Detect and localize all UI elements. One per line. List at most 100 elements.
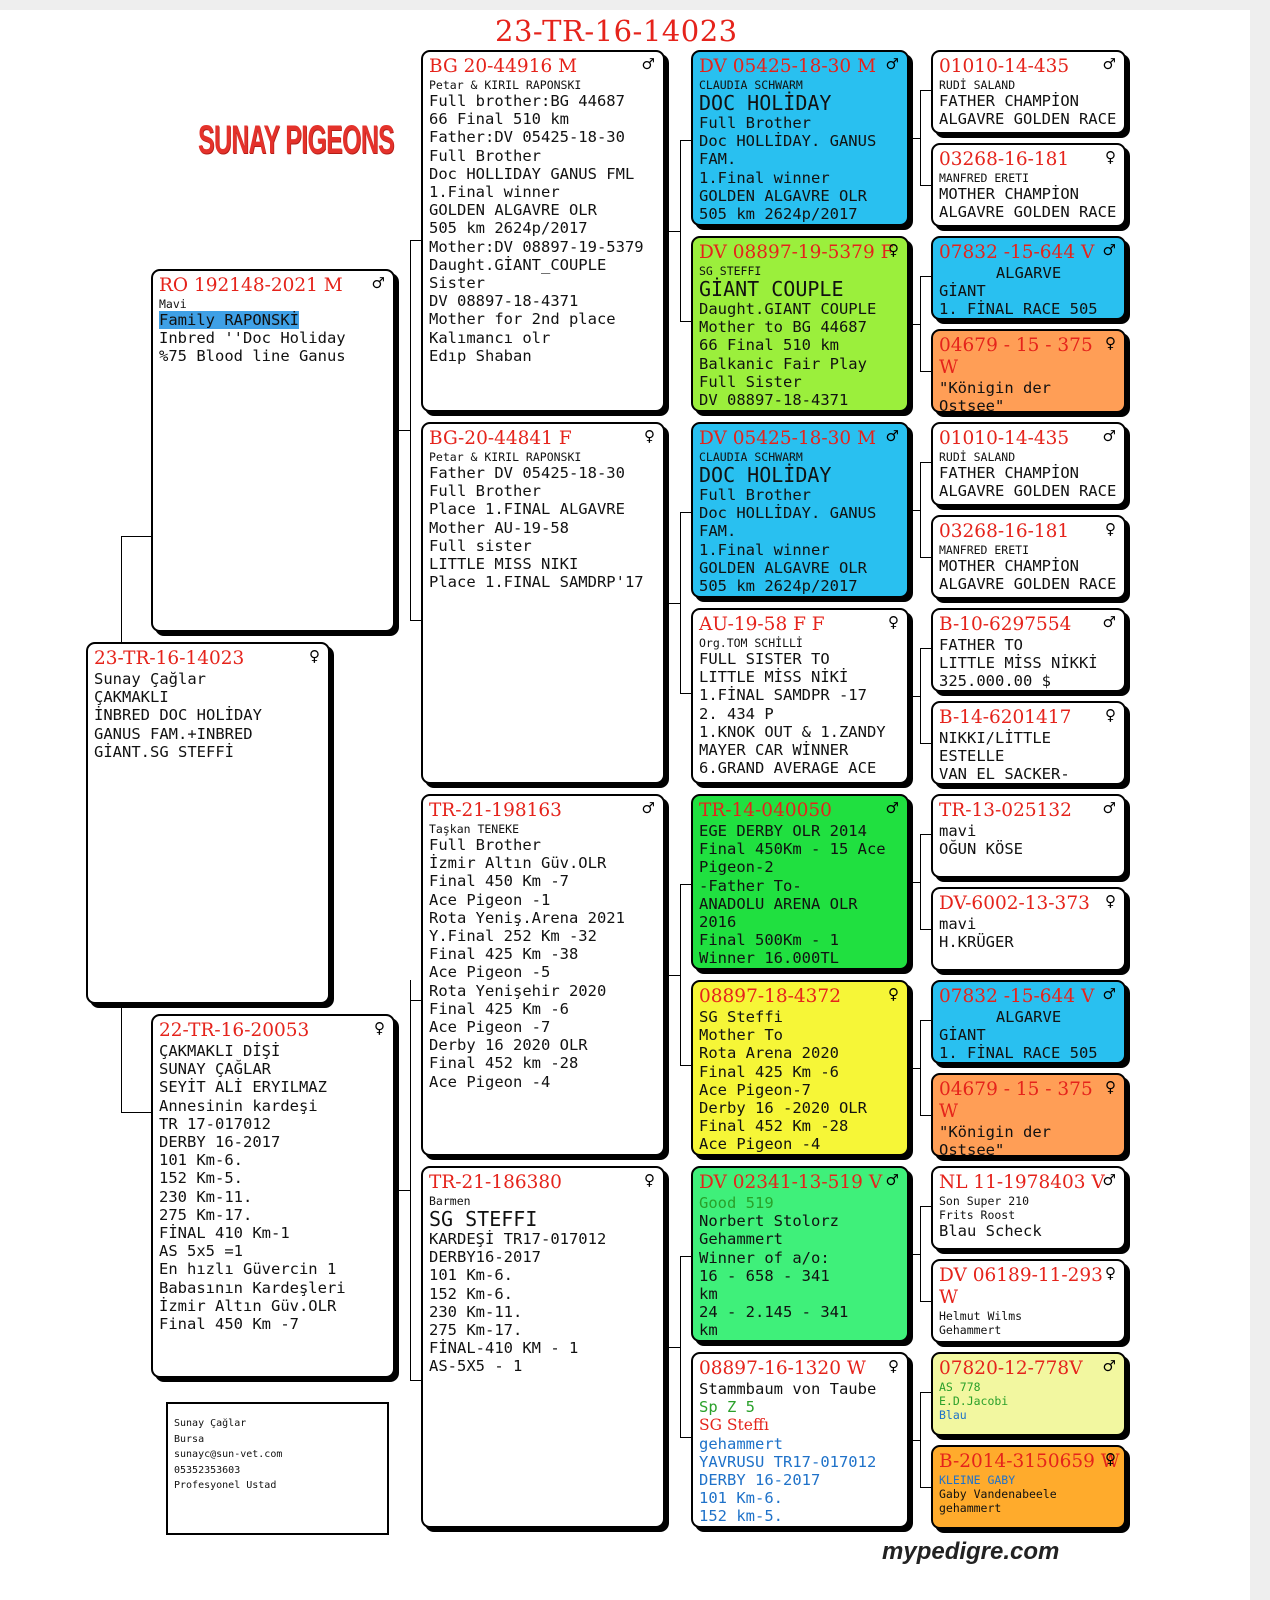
pedigree-line: Norbert Stolorz <box>699 1212 839 1231</box>
pedigree-line: Blau <box>939 1408 967 1422</box>
pedigree-line: Place 1.FINAL SAMDRP'17 <box>429 573 644 592</box>
pedigree-line: E.D.Jacobi <box>939 1394 1009 1408</box>
pedigree-line: "Königin der <box>939 1123 1051 1141</box>
connector-line <box>920 90 921 185</box>
pedigree-line: Pigeon-2 <box>699 858 774 877</box>
pedigree-line: Rota Arena 2020 <box>699 1044 839 1063</box>
pedigree-line: AS 778 <box>939 1380 981 1394</box>
pedigree-line: Final 425 Km -6 <box>429 999 569 1018</box>
pedigree-line: MOTHER CHAMPİON <box>939 557 1079 575</box>
connector-line <box>680 1437 691 1438</box>
pedigree-line: km <box>699 1285 718 1304</box>
connector-line <box>680 140 691 141</box>
pedigree-line: DERBY 16-2017 <box>159 1133 281 1152</box>
connector-line <box>410 1000 421 1001</box>
connector-line <box>410 240 411 620</box>
pedigree-line: 1.Final winner <box>699 540 830 559</box>
connector-line <box>680 512 681 693</box>
connector-line <box>680 512 691 513</box>
pedigree-line: ÇAKMAKLI <box>94 688 169 707</box>
pedigree-line: W <box>939 1287 959 1308</box>
ring-number: TR-21-198163 <box>429 800 562 821</box>
pedigree-line: 1.Final winner <box>429 183 560 202</box>
pedigree-line: Org.TOM SCHİLLİ <box>699 636 803 650</box>
pedigree-line: Ostsee" <box>939 1141 1005 1157</box>
pedigree-line: ALGAVRE GOLDEN RACE <box>939 203 1117 222</box>
pedigree-line: Final 452 Km -28 <box>699 1117 849 1136</box>
pedigree-line: Rota Yeniş.Arena 2021 <box>429 908 625 927</box>
footer-brand: mypedigre.com <box>882 1538 1060 1565</box>
male-symbol-icon: ♂ <box>641 799 655 817</box>
connector-line <box>680 321 691 322</box>
pedigree-line: Father DV 05425-18-30 <box>429 464 625 482</box>
female-symbol-icon: ♀ <box>1105 706 1116 724</box>
connector-line <box>680 1256 681 1437</box>
ring-number: 03268-16-181 <box>939 521 1070 542</box>
pedigree-line: DV 08897-18-4371 <box>429 292 579 311</box>
male-symbol-icon: ♂ <box>885 55 899 73</box>
pedigree-line: Doc HOLLİDAY. GANUS <box>699 504 877 523</box>
pedigree-line: Derby 16 -2020 OLR <box>699 1099 867 1118</box>
pedigree-line: gehammert <box>699 1434 783 1453</box>
pedigree-line: GANUS FAM.+INBRED <box>94 724 253 743</box>
ring-number: 08897-16-1320 W <box>699 1358 866 1379</box>
contact-title: Profesyonel Ustad <box>174 1480 277 1491</box>
pedigree-line: Sister <box>429 274 485 293</box>
sunay-pigeons-logo: SUNAY PIGEONS <box>198 118 395 162</box>
connector-line <box>920 929 931 930</box>
pedigree-line: Mother to BG 44687 <box>699 318 867 337</box>
male-symbol-icon: ♂ <box>1102 799 1116 817</box>
connector-line <box>920 1392 921 1487</box>
male-symbol-icon: ♂ <box>885 427 899 445</box>
pedigree-line: 2. 434 P <box>699 704 774 723</box>
pedigree-line: GİANT <box>939 1026 986 1045</box>
male-symbol-icon: ♂ <box>1102 985 1116 1003</box>
ring-number: 04679 - 15 - 375 <box>939 335 1093 356</box>
male-symbol-icon: ♂ <box>371 274 385 292</box>
pedigree-line: Ostsee" <box>939 397 1005 413</box>
pedigree-line: Barmen <box>429 1194 471 1208</box>
pedigree-line: TR 17-017012 <box>159 1114 271 1133</box>
pedigree-line: Ace Pigeon -4 <box>429 1072 551 1091</box>
pedigree-line: "Königin der <box>939 379 1051 397</box>
pedigree-line: Petar & KIRIL RAPONSKI <box>429 450 582 464</box>
pedigree-line: DOC HOLİDAY <box>699 91 832 115</box>
ring-number: 07820-12-778V <box>939 1358 1083 1379</box>
pedigree-line: VAN EL SACKER- <box>939 765 1070 784</box>
pedigree-line: Place 1.FINAL ALGAVRE <box>429 500 625 519</box>
pedigree-line: Full brother:BG 44687 <box>429 92 625 110</box>
pedigree-line: %75 Blood line Ganus <box>159 347 346 366</box>
pedigree-line: ALGARVE <box>995 264 1062 282</box>
pedigree-line: FATHER TO <box>939 636 1023 654</box>
connector-line <box>410 240 421 241</box>
ring-number: B-2014-3150659 W <box>939 1451 1120 1472</box>
pedigree-line: Petar & KIRIL RAPONSKI <box>429 78 582 92</box>
page-title: 23-TR-16-14023 <box>495 14 738 48</box>
pedigree-line: FATHER CHAMPİON <box>939 92 1079 110</box>
ring-number: 03268-16-181 <box>939 149 1070 170</box>
pedigree-line: Kalımancı olr <box>429 328 551 347</box>
ring-number: DV 05425-18-30 M <box>699 56 877 77</box>
connector-line <box>909 510 920 511</box>
pedigree-line: Full Brother <box>429 482 541 501</box>
female-symbol-icon: ♀ <box>1105 334 1116 352</box>
ring-number: TR-14-040050 <box>699 800 832 821</box>
pedigree-line: 16 - 658 - 341 <box>699 1266 830 1285</box>
connector-line <box>920 648 921 743</box>
pedigree-line: 152 Km-6. <box>429 1284 513 1303</box>
pedigree-line: Babasının Kardeşleri <box>159 1278 346 1297</box>
ring-number: DV 08897-19-5379 F <box>699 242 894 263</box>
pedigree-line: Full Brother <box>699 114 811 132</box>
pedigree-line: Final 425 Km -6 <box>699 1062 839 1081</box>
